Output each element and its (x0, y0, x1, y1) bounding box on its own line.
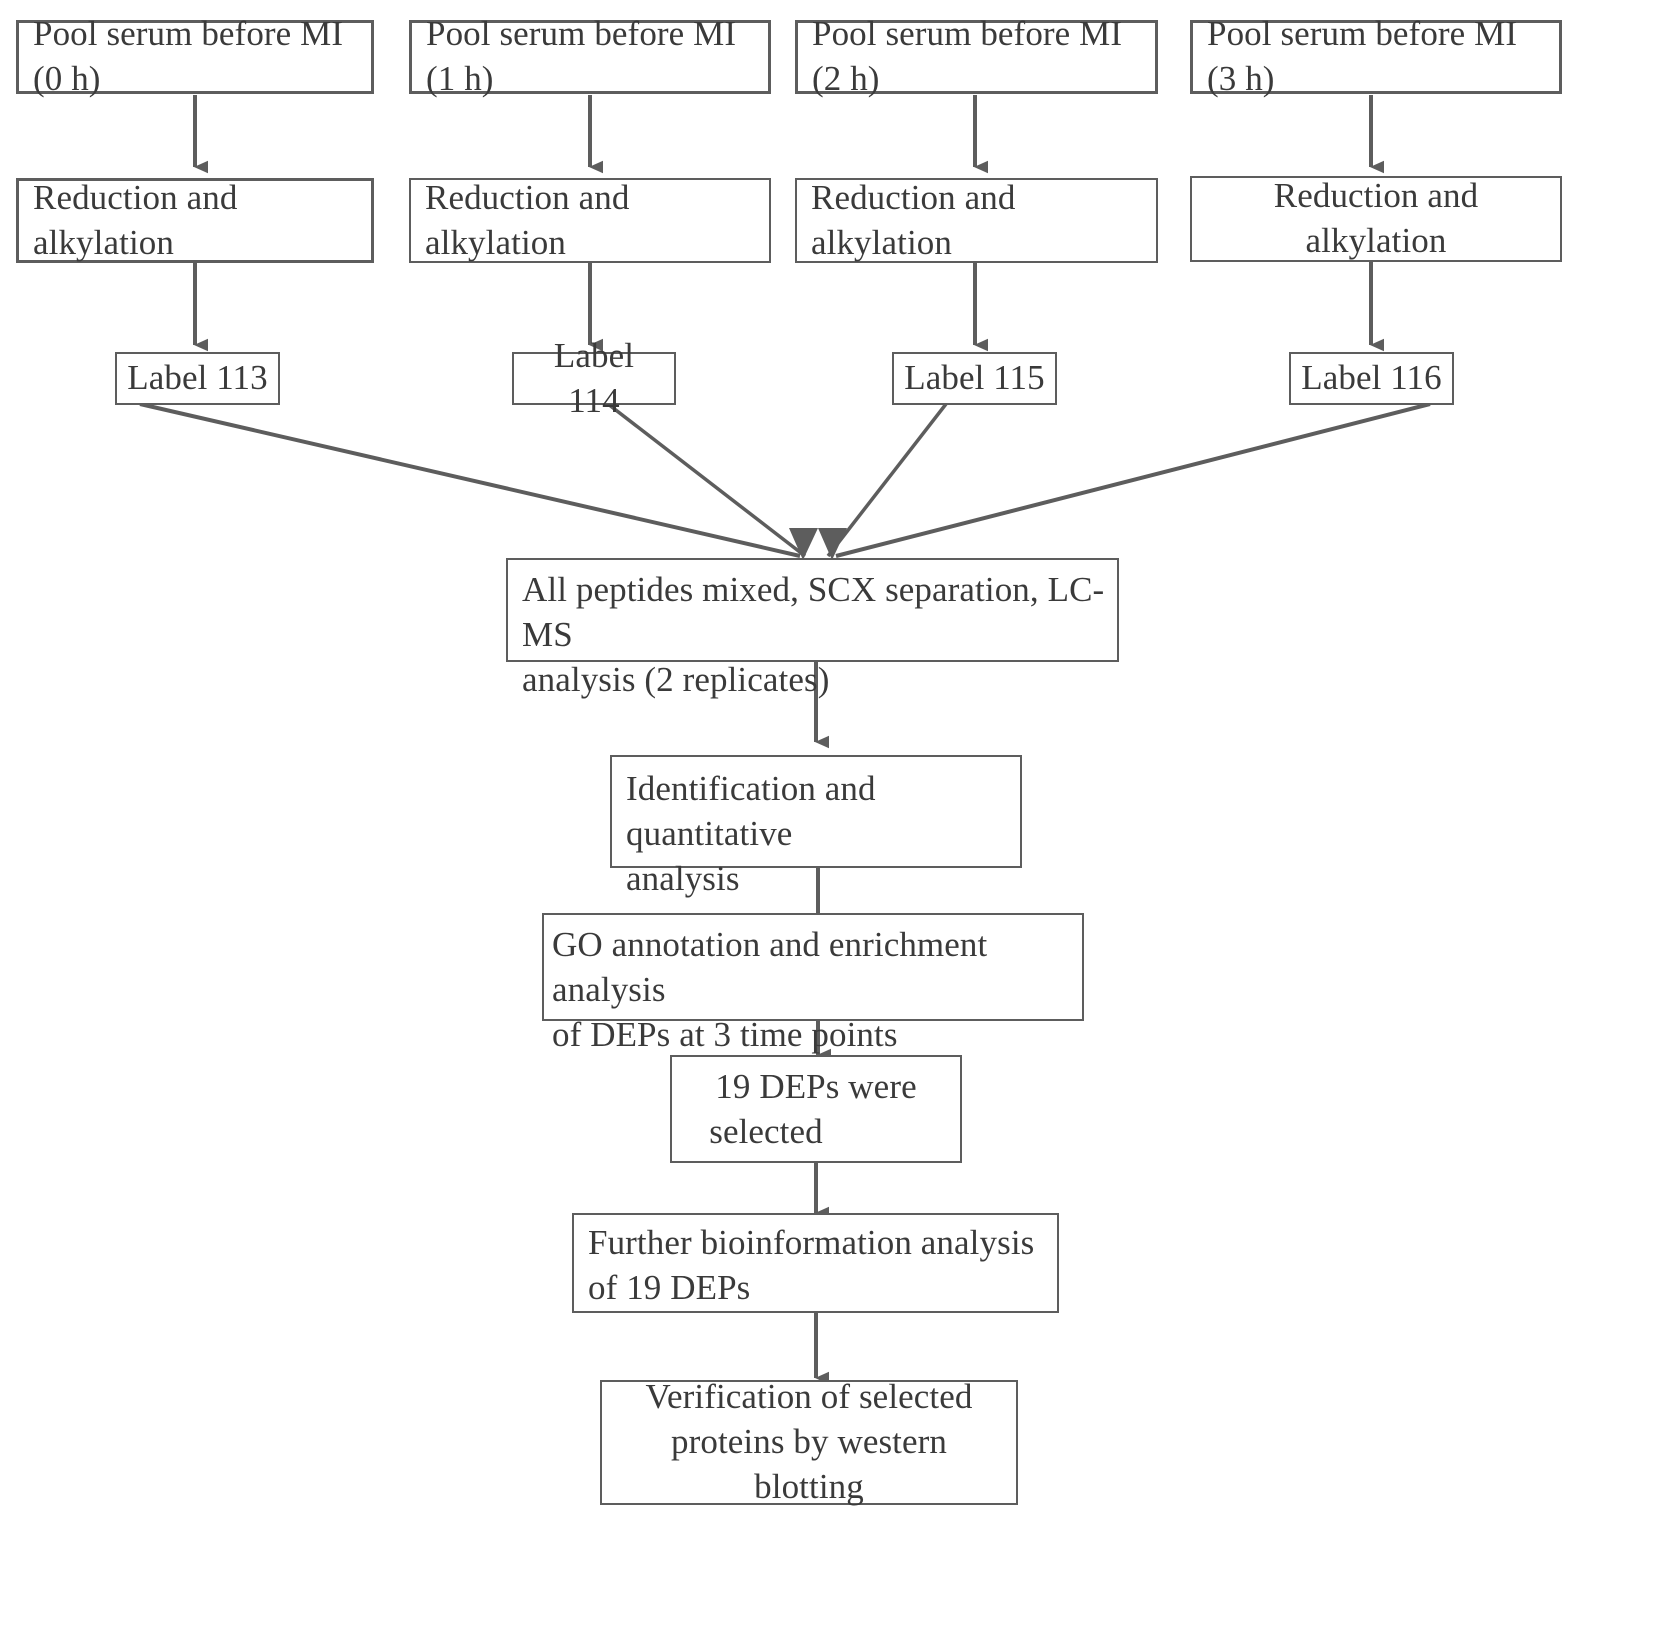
edge-label114-mixed (606, 402, 807, 558)
node-pool-serum-0h[interactable]: Pool serum before MI (0 h) (16, 14, 374, 98)
node-reduction-alkylation-1h-label: Reduction and alkylation (425, 177, 630, 262)
node-go-annotation-line1: GO annotation and enrichment analysis (552, 925, 988, 1009)
node-label-116[interactable]: Label 116 (1289, 352, 1454, 405)
node-all-peptides-mixed-line1: All peptides mixed, SCX separation, LC-M… (522, 570, 1105, 654)
node-label-114[interactable]: Label 114 (512, 336, 676, 420)
node-label-114-label: Label 114 (553, 335, 635, 420)
node-deps-selected-line1: 19 DEPs were (715, 1067, 917, 1106)
node-reduction-alkylation-3h-label: Reduction and alkylation (1273, 176, 1479, 260)
edge-label116-mixed (835, 402, 1431, 558)
node-reduction-alkylation-2h-label: Reduction and alkylation (811, 177, 1016, 262)
node-label-113[interactable]: Label 113 (115, 352, 280, 405)
node-pool-serum-2h[interactable]: Pool serum before MI (2 h) (795, 14, 1158, 98)
node-label-115-label: Label 115 (904, 358, 1045, 398)
merge-arrowhead-left (789, 528, 818, 560)
node-deps-selected-line2: selected (709, 1111, 823, 1151)
node-pool-serum-2h-label: Pool serum before MI (2 h) (812, 14, 1123, 98)
merge-arrowhead-right (818, 528, 847, 560)
node-label-116-label: Label 116 (1301, 358, 1442, 398)
node-identification-line1: Identification and quantitative (626, 769, 876, 853)
node-pool-serum-3h-label: Pool serum before MI (3 h) (1207, 14, 1518, 98)
edge-label115-mixed (826, 402, 948, 558)
node-reduction-alkylation-0h[interactable]: Reduction and alkylation (16, 178, 374, 263)
node-verification-western-blot-label: Verification of selected proteins by wes… (602, 1375, 1016, 1509)
node-verification-western-blot[interactable]: Verification of selected proteins by wes… (600, 1377, 1018, 1506)
node-label-115[interactable]: Label 115 (892, 352, 1057, 405)
node-go-annotation[interactable]: GO annotation and enrichment analysis of… (542, 913, 1084, 1054)
node-deps-selected-label: 19 DEPs were selected (672, 1057, 960, 1155)
node-pool-serum-3h[interactable]: Pool serum before MI (3 h) (1190, 14, 1562, 98)
node-further-bioinformation-line1: Further bioinformation analysis (588, 1223, 1035, 1262)
node-further-bioinformation[interactable]: Further bioinformation analysis of 19 DE… (572, 1213, 1059, 1313)
node-deps-selected[interactable]: 19 DEPs were selected (670, 1055, 962, 1163)
node-pool-serum-1h[interactable]: Pool serum before MI (1 h) (409, 14, 771, 98)
node-identification-line2: analysis (626, 858, 740, 898)
node-verification-line1: Verification of selected (645, 1377, 973, 1417)
node-go-annotation-label: GO annotation and enrichment analysis of… (544, 915, 1082, 1057)
node-all-peptides-mixed-line2: analysis (2 replicates) (522, 659, 830, 699)
node-identification-quantitative-label: Identification and quantitative analysis (612, 757, 1020, 901)
node-further-bioinformation-label: Further bioinformation analysis of 19 DE… (574, 1215, 1057, 1311)
node-reduction-alkylation-1h[interactable]: Reduction and alkylation (409, 178, 771, 263)
node-further-bioinformation-line2: of 19 DEPs (588, 1267, 751, 1307)
node-go-annotation-line2: of DEPs at 3 time points (552, 1014, 898, 1054)
node-reduction-alkylation-2h[interactable]: Reduction and alkylation (795, 178, 1158, 263)
node-label-113-label: Label 113 (127, 358, 268, 398)
edge-label113-mixed (139, 402, 801, 558)
node-reduction-alkylation-3h[interactable]: Reduction and alkylation (1190, 176, 1562, 262)
node-reduction-alkylation-0h-label: Reduction and alkylation (33, 177, 238, 262)
node-pool-serum-1h-label: Pool serum before MI (1 h) (426, 14, 737, 98)
node-identification-quantitative[interactable]: Identification and quantitative analysis (610, 755, 1022, 898)
node-all-peptides-mixed-label: All peptides mixed, SCX separation, LC-M… (508, 560, 1117, 702)
node-pool-serum-0h-label: Pool serum before MI (0 h) (33, 14, 344, 98)
node-verification-line2: proteins by western blotting (670, 1422, 947, 1506)
node-all-peptides-mixed[interactable]: All peptides mixed, SCX separation, LC-M… (506, 558, 1119, 699)
